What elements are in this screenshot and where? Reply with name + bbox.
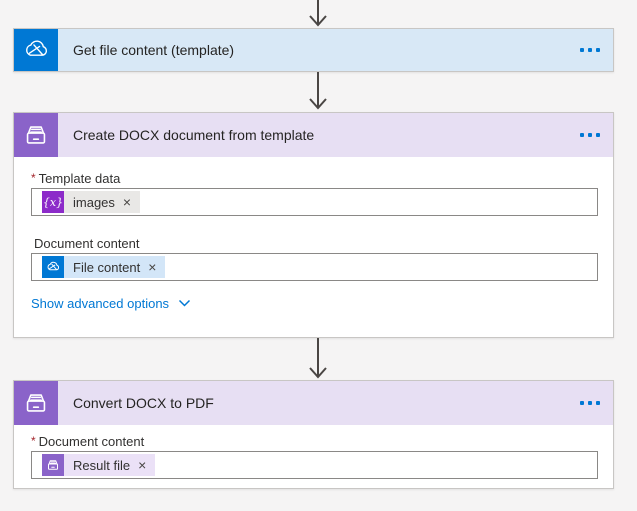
onedrive-icon bbox=[42, 256, 64, 278]
required-marker: * bbox=[31, 171, 36, 185]
ellipsis-dot-icon bbox=[588, 133, 592, 137]
connector-arrow[interactable] bbox=[305, 72, 331, 110]
onedrive-connector-icon bbox=[14, 29, 58, 71]
token-chip-result-file[interactable]: Result file × bbox=[42, 454, 156, 476]
ellipsis-dot-icon bbox=[596, 401, 600, 405]
token-chip-file-content[interactable]: File content × bbox=[42, 256, 166, 278]
step-menu-button[interactable] bbox=[574, 127, 613, 143]
document-content-input[interactable]: Result file × bbox=[31, 451, 598, 479]
step-card-convert-pdf: Convert DOCX to PDF * Document content bbox=[13, 380, 614, 489]
ellipsis-dot-icon bbox=[580, 401, 584, 405]
field-label-text: Document content bbox=[38, 434, 145, 449]
step-card-create-docx: Create DOCX document from template * Tem… bbox=[13, 112, 614, 338]
field-label-text: Template data bbox=[38, 171, 121, 186]
encodian-connector-icon bbox=[14, 113, 58, 157]
ellipsis-dot-icon bbox=[588, 401, 592, 405]
token-text: Result file bbox=[73, 457, 131, 473]
token-text: File content bbox=[73, 259, 141, 275]
token-close-icon[interactable]: × bbox=[148, 259, 157, 275]
ellipsis-dot-icon bbox=[580, 133, 584, 137]
show-advanced-options-link[interactable]: Show advanced options bbox=[31, 296, 191, 311]
step-menu-button[interactable] bbox=[574, 395, 613, 411]
field-label-text: Document content bbox=[34, 236, 140, 251]
ellipsis-dot-icon bbox=[580, 48, 584, 52]
encodian-connector-icon bbox=[14, 381, 58, 425]
token-text: images bbox=[73, 194, 115, 210]
step-title: Create DOCX document from template bbox=[73, 127, 315, 143]
step-header[interactable]: Get file content (template) bbox=[14, 29, 613, 71]
ellipsis-dot-icon bbox=[596, 48, 600, 52]
ellipsis-dot-icon bbox=[596, 133, 600, 137]
document-content-input[interactable]: File content × bbox=[31, 253, 598, 281]
ellipsis-dot-icon bbox=[588, 48, 592, 52]
encodian-icon bbox=[42, 454, 64, 476]
step-menu-button[interactable] bbox=[574, 42, 613, 58]
field-label-document-content: Document content bbox=[31, 236, 598, 251]
field-label-template-data: * Template data bbox=[31, 171, 598, 186]
token-close-icon[interactable]: × bbox=[122, 194, 132, 210]
field-label-document-content: * Document content bbox=[31, 434, 598, 449]
step-card-get-file-content: Get file content (template) bbox=[13, 28, 614, 72]
expression-icon: {x} bbox=[42, 191, 64, 213]
step-title: Get file content (template) bbox=[73, 42, 235, 58]
required-marker: * bbox=[31, 434, 36, 448]
token-chip-images[interactable]: {x} images × bbox=[42, 191, 141, 213]
step-body: * Template data {x} images × Document co… bbox=[14, 171, 613, 313]
step-body: * Document content Resu bbox=[14, 434, 613, 479]
token-close-icon[interactable]: × bbox=[138, 457, 147, 473]
step-header[interactable]: Create DOCX document from template bbox=[14, 113, 613, 157]
step-title: Convert DOCX to PDF bbox=[73, 395, 214, 411]
step-header[interactable]: Convert DOCX to PDF bbox=[14, 381, 613, 425]
connector-arrow[interactable] bbox=[305, 338, 331, 379]
chevron-down-icon bbox=[179, 299, 191, 307]
template-data-input[interactable]: {x} images × bbox=[31, 188, 598, 216]
connector-arrow[interactable] bbox=[305, 0, 331, 27]
